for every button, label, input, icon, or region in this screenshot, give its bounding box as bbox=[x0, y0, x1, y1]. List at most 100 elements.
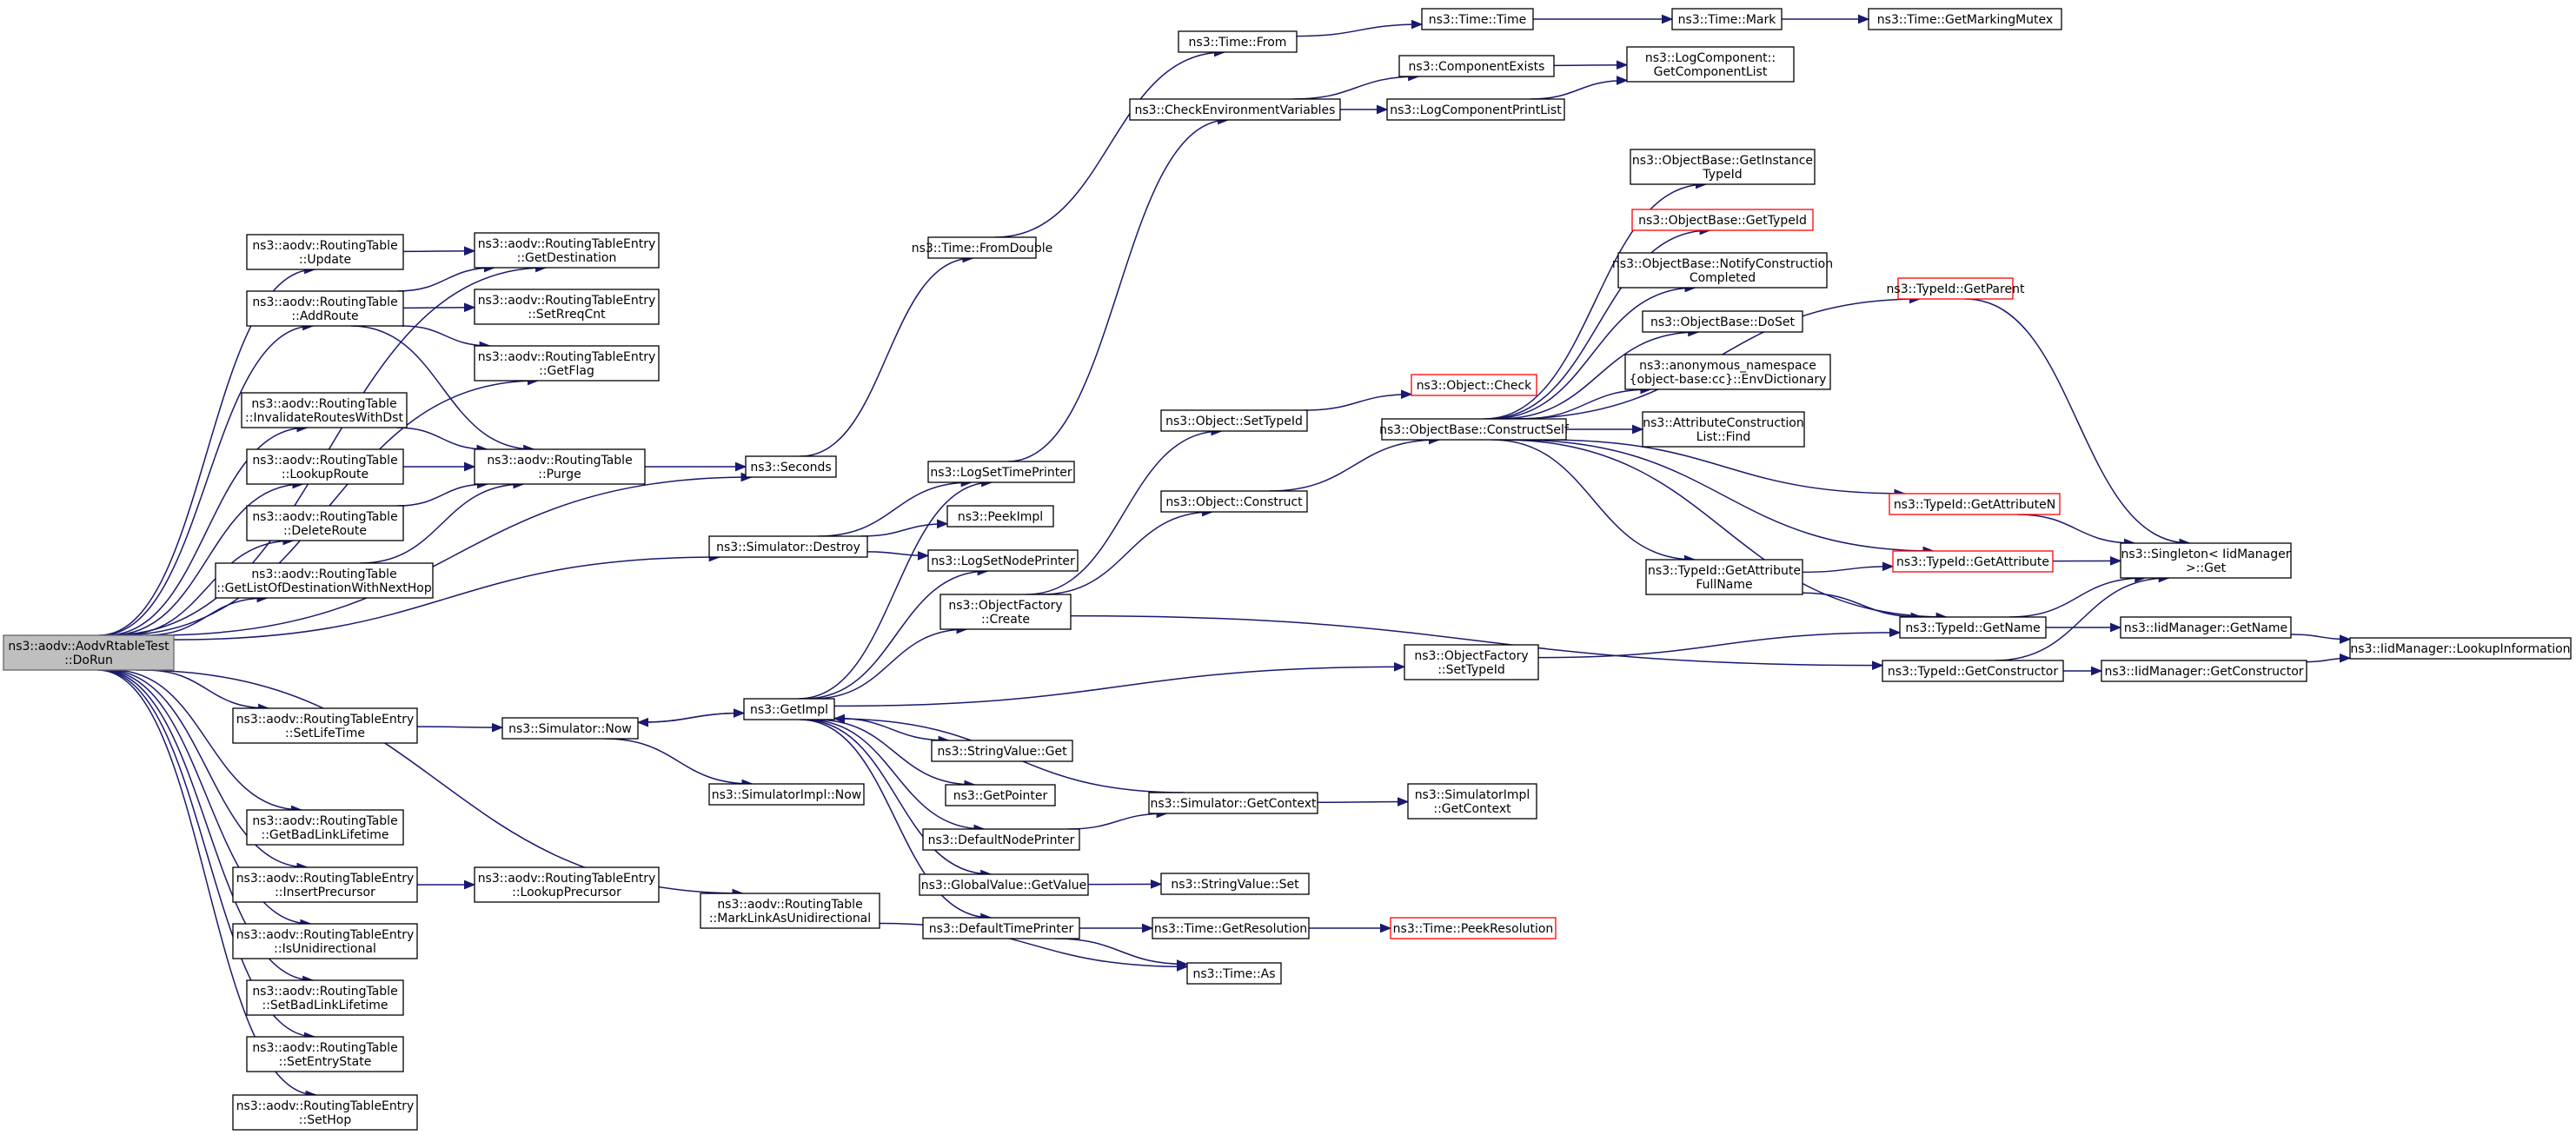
node-sim_destroy[interactable]: ns3::Simulator::Destroy bbox=[708, 535, 868, 558]
node-anon_envdict[interactable]: ns3::anonymous_namespace{object-base:cc}… bbox=[1624, 354, 1831, 390]
node-rt_lookuproute[interactable]: ns3::aodv::RoutingTable::LookupRoute bbox=[246, 448, 404, 485]
node-label: ns3::TypeId::GetAttribute bbox=[1648, 564, 1801, 578]
node-logsettimeprinter[interactable]: ns3::LogSetTimePrinter bbox=[927, 461, 1075, 483]
edge-root-to-rt_setentrystate bbox=[98, 669, 316, 1042]
node-sim_now[interactable]: ns3::Simulator::Now bbox=[501, 717, 639, 740]
node-obj_check[interactable]: ns3::Object::Check bbox=[1411, 374, 1537, 396]
node-rte_isunidir[interactable]: ns3::aodv::RoutingTableEntry::IsUnidirec… bbox=[232, 923, 418, 959]
node-simimpl_getcontext[interactable]: ns3::SimulatorImpl::GetContext bbox=[1407, 783, 1537, 820]
node-defaultnodeprinter[interactable]: ns3::DefaultNodePrinter bbox=[922, 828, 1080, 851]
node-box bbox=[1630, 149, 1816, 185]
node-box bbox=[232, 866, 418, 903]
node-objbase_constructself[interactable]: ns3::ObjectBase::ConstructSelf bbox=[1379, 418, 1570, 441]
node-peekimpl[interactable]: ns3::PeekImpl bbox=[946, 505, 1054, 528]
node-globalvalue_getvalue[interactable]: ns3::GlobalValue::GetValue bbox=[919, 873, 1089, 896]
node-time_getmarkingmutex[interactable]: ns3::Time::GetMarkingMutex bbox=[1868, 8, 2062, 30]
node-rt_marklink[interactable]: ns3::aodv::RoutingTable::MarkLinkAsUnidi… bbox=[700, 893, 880, 929]
node-typeid_getparent[interactable]: ns3::TypeId::GetParent bbox=[1887, 277, 2025, 300]
edge-componentexists-to-logcomp_getlist bbox=[1553, 60, 1629, 70]
node-box bbox=[945, 784, 1056, 806]
node-box bbox=[1889, 493, 2061, 515]
node-time_from[interactable]: ns3::Time::From bbox=[1178, 30, 1298, 53]
node-box bbox=[2120, 616, 2292, 639]
node-rt_invalidate[interactable]: ns3::aodv::RoutingTable::InvalidateRoute… bbox=[241, 392, 408, 428]
node-box bbox=[1899, 616, 2047, 639]
node-objbase_notify[interactable]: ns3::ObjectBase::NotifyConstructionCompl… bbox=[1612, 252, 1833, 289]
node-checkenv[interactable]: ns3::CheckEnvironmentVariables bbox=[1129, 98, 1341, 121]
node-rte_getflag[interactable]: ns3::aodv::RoutingTableEntry::GetFlag bbox=[474, 345, 660, 382]
edge-objbase_constructself-to-typeid_getattr bbox=[1513, 439, 1935, 556]
node-box bbox=[1148, 792, 1318, 814]
node-time_fromdouble[interactable]: ns3::Time::FromDouble bbox=[912, 236, 1053, 259]
edge-typeid_getname-to-singleton_get bbox=[2008, 573, 2147, 618]
node-simimpl_now[interactable]: ns3::SimulatorImpl::Now bbox=[708, 783, 865, 806]
node-label: ns3::aodv::AodvRtableTest bbox=[8, 640, 169, 654]
node-label: ns3::CheckEnvironmentVariables bbox=[1135, 103, 1336, 117]
node-label: ns3::aodv::RoutingTable bbox=[251, 568, 396, 581]
node-box bbox=[708, 783, 865, 806]
node-typeid_getattr[interactable]: ns3::TypeId::GetAttribute bbox=[1892, 550, 2054, 573]
node-obj_settypeid[interactable]: ns3::Object::SetTypeId bbox=[1160, 409, 1308, 432]
node-rt_getlist[interactable]: ns3::aodv::RoutingTable::GetListOfDestin… bbox=[215, 562, 434, 599]
node-rt_purge[interactable]: ns3::aodv::RoutingTable::Purge bbox=[474, 448, 646, 485]
node-rte_sethop[interactable]: ns3::aodv::RoutingTableEntry::SetHop bbox=[232, 1094, 418, 1131]
node-time_getres[interactable]: ns3::Time::GetResolution bbox=[1152, 917, 1310, 939]
node-box bbox=[708, 535, 868, 558]
node-box bbox=[1152, 917, 1310, 939]
edge-objbase_constructself-to-typeid_getattrn bbox=[1544, 439, 1906, 499]
node-label: ns3::aodv::RoutingTableEntry bbox=[478, 872, 656, 886]
node-rt_addroute[interactable]: ns3::aodv::RoutingTable::AddRoute bbox=[246, 290, 404, 327]
node-rte_insertprec[interactable]: ns3::aodv::RoutingTableEntry::InsertPrec… bbox=[232, 866, 418, 903]
node-componentexists[interactable]: ns3::ComponentExists bbox=[1398, 55, 1555, 77]
node-time_mark[interactable]: ns3::Time::Mark bbox=[1671, 8, 1783, 30]
node-label: ns3::Object::Construct bbox=[1165, 495, 1303, 509]
node-obj_construct[interactable]: ns3::Object::Construct bbox=[1160, 490, 1308, 513]
node-getimpl[interactable]: ns3::GetImpl bbox=[743, 698, 835, 720]
node-objfactory_settypeid[interactable]: ns3::ObjectFactory::SetTypeId bbox=[1404, 644, 1539, 680]
node-logcomponentprintlist[interactable]: ns3::LogComponentPrintList bbox=[1386, 98, 1565, 121]
node-time_peekres[interactable]: ns3::Time::PeekResolution bbox=[1390, 917, 1557, 939]
edge-root-to-rt_invalidate bbox=[105, 422, 309, 636]
node-sim_getcontext[interactable]: ns3::Simulator::GetContext bbox=[1148, 792, 1318, 814]
node-time_time[interactable]: ns3::Time::Time bbox=[1421, 8, 1534, 30]
node-logsetnodeprinter[interactable]: ns3::LogSetNodePrinter bbox=[927, 549, 1079, 572]
node-defaulttimeprinter[interactable]: ns3::DefaultTimePrinter bbox=[922, 917, 1080, 939]
node-objbase_gettypeid[interactable]: ns3::ObjectBase::GetTypeId bbox=[1631, 209, 1814, 231]
node-stringvalue_get[interactable]: ns3::StringValue::Get bbox=[931, 740, 1073, 762]
node-label: ::SetLifeTime bbox=[285, 727, 365, 740]
node-time_as[interactable]: ns3::Time::As bbox=[1186, 962, 1282, 985]
node-rte_lookupprec[interactable]: ns3::aodv::RoutingTableEntry::LookupPrec… bbox=[474, 866, 660, 903]
node-typeid_getattrn[interactable]: ns3::TypeId::GetAttributeN bbox=[1889, 493, 2061, 515]
node-rte_setrreq[interactable]: ns3::aodv::RoutingTableEntry::SetRreqCnt bbox=[474, 289, 660, 325]
node-rt_deleteroute[interactable]: ns3::aodv::RoutingTable::DeleteRoute bbox=[246, 505, 404, 541]
node-box bbox=[1160, 490, 1308, 513]
node-rt_setbadlink[interactable]: ns3::aodv::RoutingTable::SetBadLinkLifet… bbox=[246, 979, 404, 1016]
node-objbase_doset[interactable]: ns3::ObjectBase::DoSet bbox=[1642, 310, 1803, 333]
node-label: {object-base:cc}::EnvDictionary bbox=[1630, 373, 1827, 387]
edge-objfactory_settypeid-to-typeid_getname bbox=[1537, 627, 1902, 659]
node-label: ns3::IidManager::LookupInformation bbox=[2350, 642, 2570, 656]
node-rt_setentrystate[interactable]: ns3::aodv::RoutingTable::SetEntryState bbox=[246, 1036, 404, 1072]
node-getpointer[interactable]: ns3::GetPointer bbox=[945, 784, 1056, 806]
node-singleton_get[interactable]: ns3::Singleton< IidManager>::Get bbox=[2120, 542, 2292, 579]
node-iid_getname[interactable]: ns3::IidManager::GetName bbox=[2120, 616, 2292, 639]
node-rt_getbadlink[interactable]: ns3::aodv::RoutingTable::GetBadLinkLifet… bbox=[246, 809, 404, 846]
node-label: ns3::aodv::RoutingTable bbox=[252, 510, 397, 524]
node-seconds[interactable]: ns3::Seconds bbox=[745, 455, 837, 478]
node-iid_lookupinfo[interactable]: ns3::IidManager::LookupInformation bbox=[2349, 637, 2572, 660]
node-stringvalue_set[interactable]: ns3::StringValue::Set bbox=[1160, 873, 1310, 895]
node-box bbox=[745, 455, 837, 478]
node-rte_setlifetime[interactable]: ns3::aodv::RoutingTableEntry::SetLifeTim… bbox=[232, 707, 418, 744]
node-box bbox=[1624, 354, 1831, 390]
node-typeid_getconstructor[interactable]: ns3::TypeId::GetConstructor bbox=[1882, 660, 2064, 682]
node-typeid_getname[interactable]: ns3::TypeId::GetName bbox=[1899, 616, 2047, 639]
node-rt_update[interactable]: ns3::aodv::RoutingTable::Update bbox=[246, 234, 404, 270]
node-logcomp_getlist[interactable]: ns3::LogComponent::GetComponentList bbox=[1626, 46, 1795, 83]
node-root[interactable]: ns3::aodv::AodvRtableTest::DoRun bbox=[3, 634, 175, 671]
node-iid_getconstructor[interactable]: ns3::IidManager::GetConstructor bbox=[2101, 660, 2307, 682]
node-rte_getdest[interactable]: ns3::aodv::RoutingTableEntry::GetDestina… bbox=[474, 232, 660, 269]
node-objfactory_create[interactable]: ns3::ObjectFactory::Create bbox=[939, 594, 1072, 630]
